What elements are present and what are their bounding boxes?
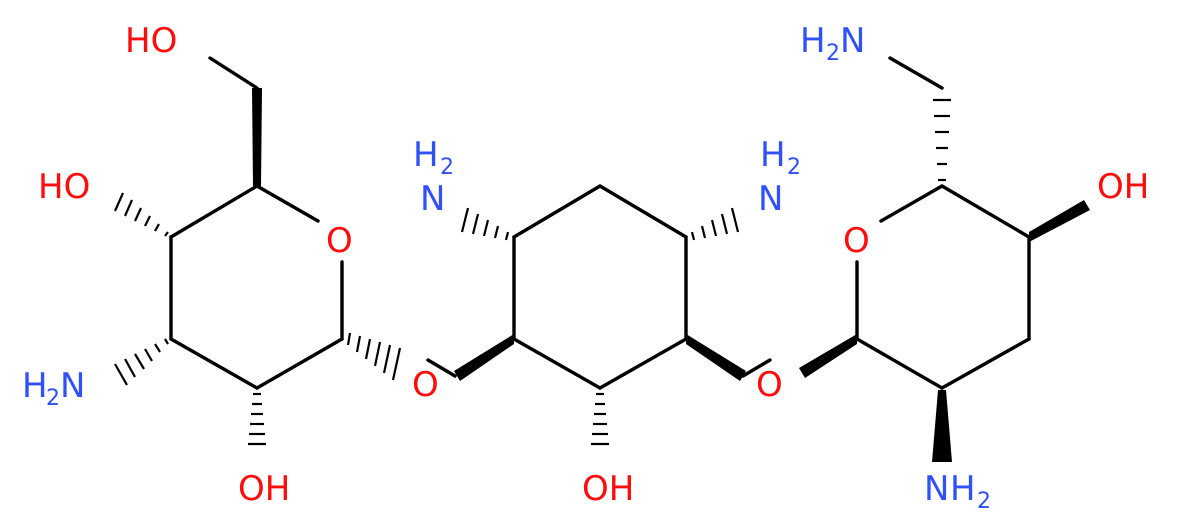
amine-n-label: N <box>924 469 949 509</box>
glycosidic-oxygen-label: O <box>756 365 783 405</box>
hashed-bond <box>346 332 402 381</box>
hashed-bond <box>113 192 169 237</box>
hashed-bond <box>114 338 169 386</box>
wedge-bond <box>1029 200 1090 242</box>
amine-h-label: H <box>413 135 439 175</box>
wedge-bond <box>799 334 857 378</box>
hashed-bond <box>933 98 951 182</box>
wedge-bond <box>686 334 746 381</box>
amine-h-label: H <box>800 21 826 61</box>
amine-subscript-label: 2 <box>46 386 60 411</box>
hashed-bond <box>690 207 740 241</box>
amine-subscript-label: 2 <box>826 41 840 66</box>
hydroxyl-label: OH <box>1097 167 1149 207</box>
amine-subscript-label: 2 <box>440 155 454 180</box>
hashed-bond <box>460 207 510 241</box>
ring-oxygen-label: O <box>843 221 870 261</box>
wedge-bond <box>252 88 262 186</box>
hashed-bond <box>248 392 266 446</box>
ring-oxygen-label: O <box>326 221 353 261</box>
amine-n-label: N <box>60 366 85 406</box>
right-ring <box>855 56 1031 390</box>
hydroxyl-label: OH <box>582 469 634 509</box>
wedge-bond <box>932 390 952 462</box>
left-ring <box>169 56 344 390</box>
amine-h-label: H <box>950 469 976 509</box>
amine-h-label: H <box>22 366 48 406</box>
amine-subscript-label: 2 <box>977 489 991 514</box>
amine-subscript-label: 2 <box>787 155 801 180</box>
hashed-bond <box>591 392 609 446</box>
hydroxyl-label: HO <box>38 167 90 207</box>
amine-n-label: N <box>758 179 783 219</box>
hydroxyl-label: HO <box>125 21 177 61</box>
wedge-bond <box>454 334 514 381</box>
amine-n-label: N <box>840 21 865 61</box>
amine-n-label: N <box>420 179 445 219</box>
center-ring <box>512 184 688 390</box>
amine-h-label: H <box>760 135 786 175</box>
glycosidic-oxygen-label: O <box>412 365 439 405</box>
hydroxyl-label: OH <box>238 469 290 509</box>
